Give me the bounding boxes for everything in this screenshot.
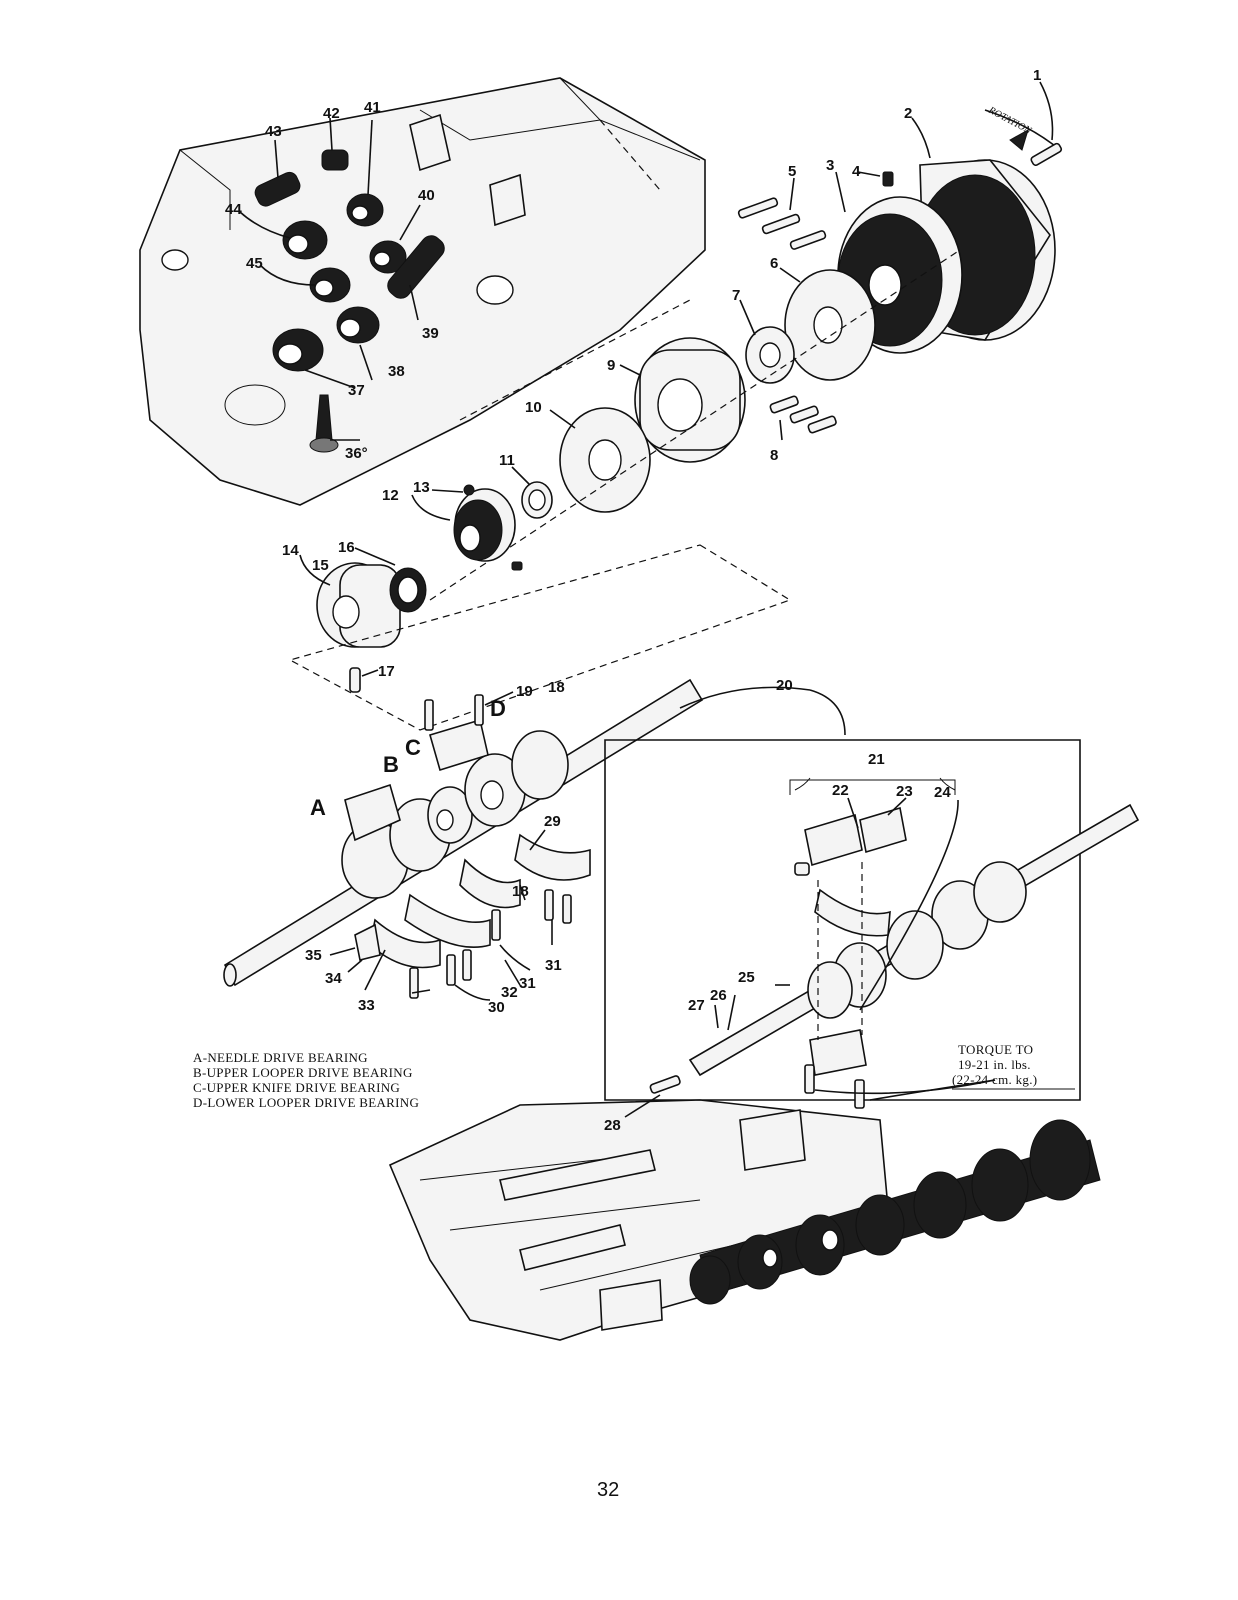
callout-34: 34 xyxy=(325,970,342,987)
torque-line-1: TORQUE TO xyxy=(958,1042,1033,1057)
callout-39: 39 xyxy=(422,325,439,342)
legend-line-c: C-UPPER KNIFE DRIVE BEARING xyxy=(193,1080,400,1095)
callout-40: 40 xyxy=(418,187,435,204)
callout-15: 15 xyxy=(312,557,329,574)
callout-36: 36° xyxy=(345,445,368,462)
callout-42: 42 xyxy=(323,105,340,122)
callout-33: 33 xyxy=(358,997,375,1014)
callout-18-lower: 18 xyxy=(512,883,529,900)
pulley-assembly xyxy=(429,142,1063,601)
callout-31: 31 xyxy=(545,957,562,974)
page-number: 32 xyxy=(597,1479,619,1501)
lower-mechanism xyxy=(388,1099,1101,1341)
callout-21: 21 xyxy=(868,751,885,768)
leader-lines xyxy=(239,81,1054,1118)
callout-17: 17 xyxy=(378,663,395,680)
callout-6: 6 xyxy=(770,255,778,272)
callout-19: 19 xyxy=(516,683,533,700)
callout-13: 13 xyxy=(413,479,430,496)
machine-housing xyxy=(139,77,706,506)
torque-line-2: 19-21 in. lbs. xyxy=(958,1057,1031,1072)
callout-38: 38 xyxy=(388,363,405,380)
callout-31-lower: 31 xyxy=(519,975,536,992)
callout-18: 18 xyxy=(548,679,565,696)
callout-20: 20 xyxy=(776,677,793,694)
bearing-letters: A B C D xyxy=(310,696,506,820)
inset-box xyxy=(604,739,1140,1109)
callout-10: 10 xyxy=(525,399,542,416)
callout-22: 22 xyxy=(832,782,849,799)
callout-28: 28 xyxy=(604,1117,621,1134)
callout-43: 43 xyxy=(265,123,282,140)
callout-14: 14 xyxy=(282,542,299,559)
callout-35: 35 xyxy=(305,947,322,964)
callout-4: 4 xyxy=(852,163,861,180)
callout-30: 30 xyxy=(488,999,505,1016)
callout-25: 25 xyxy=(738,969,755,986)
callout-16: 16 xyxy=(338,539,355,556)
subassembly-outline xyxy=(288,544,792,731)
rotation-label: ROTATION xyxy=(986,104,1034,137)
callout-labels: 1 2 3 4 5 6 7 8 9 10 11 12 13 14 15 16 1… xyxy=(225,67,1041,1134)
legend-line-a: A-NEEDLE DRIVE BEARING xyxy=(193,1050,368,1065)
callout-5: 5 xyxy=(788,163,796,180)
callout-37: 37 xyxy=(348,382,365,399)
callout-2: 2 xyxy=(904,105,912,122)
bearing-legend: A-NEEDLE DRIVE BEARING B-UPPER LOOPER DR… xyxy=(193,1050,419,1110)
callout-3: 3 xyxy=(826,157,834,174)
torque-line-3: (22-24 cm. kg.) xyxy=(952,1072,1037,1087)
callout-7: 7 xyxy=(732,287,740,304)
rotation-indicator: ROTATION xyxy=(984,104,1061,151)
legend-line-d: D-LOWER LOOPER DRIVE BEARING xyxy=(193,1095,419,1110)
bearing-letter-b: B xyxy=(383,752,399,777)
callout-29: 29 xyxy=(544,813,561,830)
callout-9: 9 xyxy=(607,357,615,374)
callout-23: 23 xyxy=(896,783,913,800)
torque-note: TORQUE TO 19-21 in. lbs. (22-24 cm. kg.) xyxy=(952,1042,1075,1090)
sprocket-collar-assembly xyxy=(316,484,523,693)
callout-11: 11 xyxy=(499,452,515,469)
callout-45: 45 xyxy=(246,255,263,272)
callout-8: 8 xyxy=(770,447,778,464)
callout-32: 32 xyxy=(501,984,518,1001)
legend-line-b: B-UPPER LOOPER DRIVE BEARING xyxy=(193,1065,413,1080)
bearing-letter-c: C xyxy=(405,735,421,760)
callout-41: 41 xyxy=(364,99,381,116)
bearing-letter-d: D xyxy=(490,696,506,721)
bearing-letter-a: A xyxy=(310,795,326,820)
callout-12: 12 xyxy=(382,487,399,504)
callout-1: 1 xyxy=(1033,67,1041,84)
callout-24: 24 xyxy=(934,784,951,801)
callout-44: 44 xyxy=(225,201,242,218)
main-shaft-assembly xyxy=(223,678,704,999)
callout-26: 26 xyxy=(710,987,727,1004)
callout-27: 27 xyxy=(688,997,705,1014)
